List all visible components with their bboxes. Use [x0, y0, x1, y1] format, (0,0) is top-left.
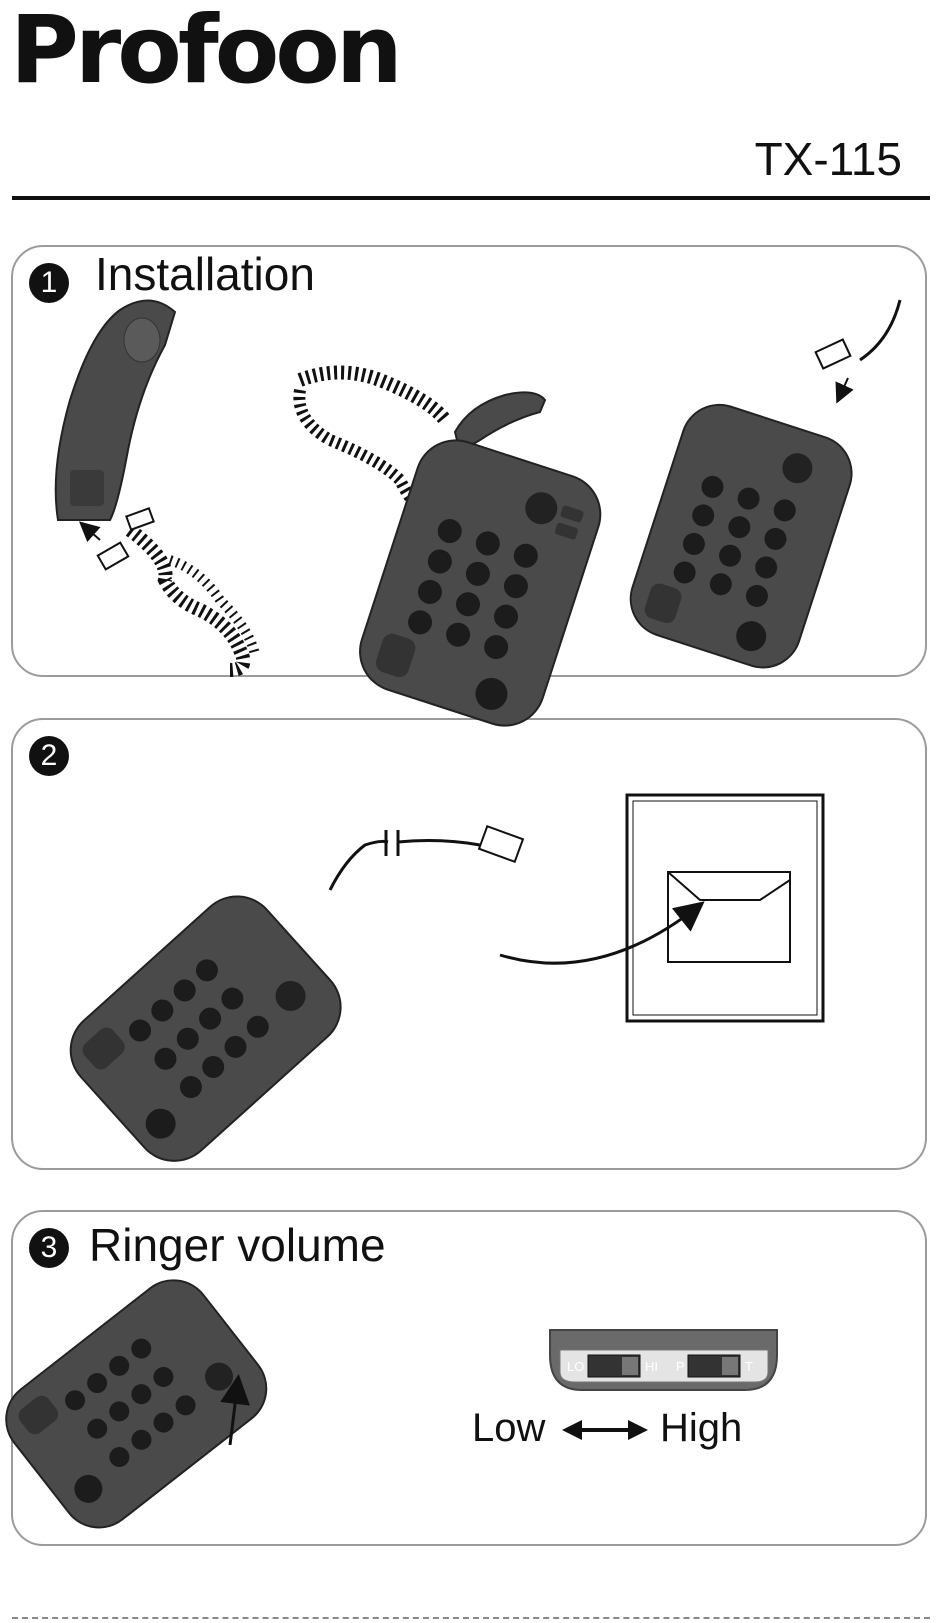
line-cable-icon — [860, 300, 900, 360]
switch-t-label: T — [745, 1359, 753, 1374]
plug-icon — [126, 508, 153, 529]
switch-p-label: P — [676, 1359, 685, 1374]
line-cable-icon — [330, 841, 480, 890]
footer-divider — [12, 1617, 930, 1621]
coiled-cord-icon — [130, 530, 255, 670]
phone-base-icon — [621, 395, 862, 677]
high-label: High — [660, 1408, 742, 1448]
phone-base-icon — [0, 1265, 282, 1543]
double-arrow-icon — [562, 1420, 648, 1440]
phone-base-icon — [54, 880, 357, 1177]
plug-icon — [479, 826, 523, 862]
handset-icon — [455, 392, 545, 445]
plug-icon — [98, 543, 129, 570]
plug-icon — [816, 340, 851, 369]
low-label: Low — [472, 1408, 545, 1448]
switch-lo-label: LO — [567, 1359, 584, 1374]
wall-socket-icon — [627, 795, 823, 1021]
handset-icon — [56, 300, 175, 520]
switch-hi-label: HI — [645, 1359, 658, 1374]
phone-base-icon — [350, 430, 611, 736]
